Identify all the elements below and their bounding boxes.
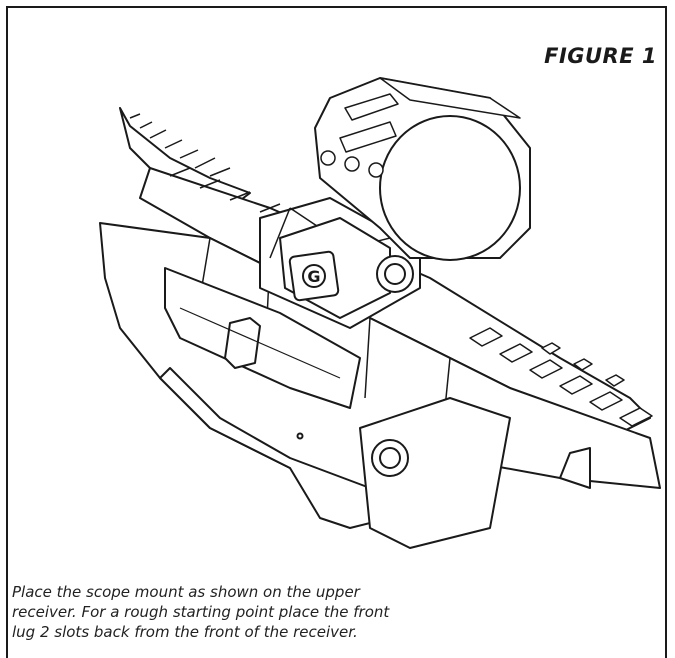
front-receiver-block [359,397,511,549]
front-rail-teeth [469,327,653,427]
ring-screws [320,150,384,178]
ring-bore [379,115,521,261]
figure-frame [6,6,667,658]
caption-line-2: receiver. For a rough starting point pla… [12,603,390,621]
caption-line-3: lug 2 slots back from the front of the r… [12,623,358,641]
ejection-port [164,267,361,409]
clamp-bolt-inner [384,263,406,285]
caption-line-1: Place the scope mount as shown on the up… [12,583,360,601]
scope-mount-illustration: G [99,77,661,549]
logo-letter: G [307,267,320,286]
forward-assist [224,317,261,369]
rear-rail-teeth [119,107,251,209]
pivot-pin-hole [296,432,304,440]
figure-label: FIGURE 1 [544,44,657,68]
takedown-hole-inner [379,447,401,469]
logo-circle [302,264,326,288]
instruction-caption: Place the scope mount as shown on the up… [12,582,492,642]
